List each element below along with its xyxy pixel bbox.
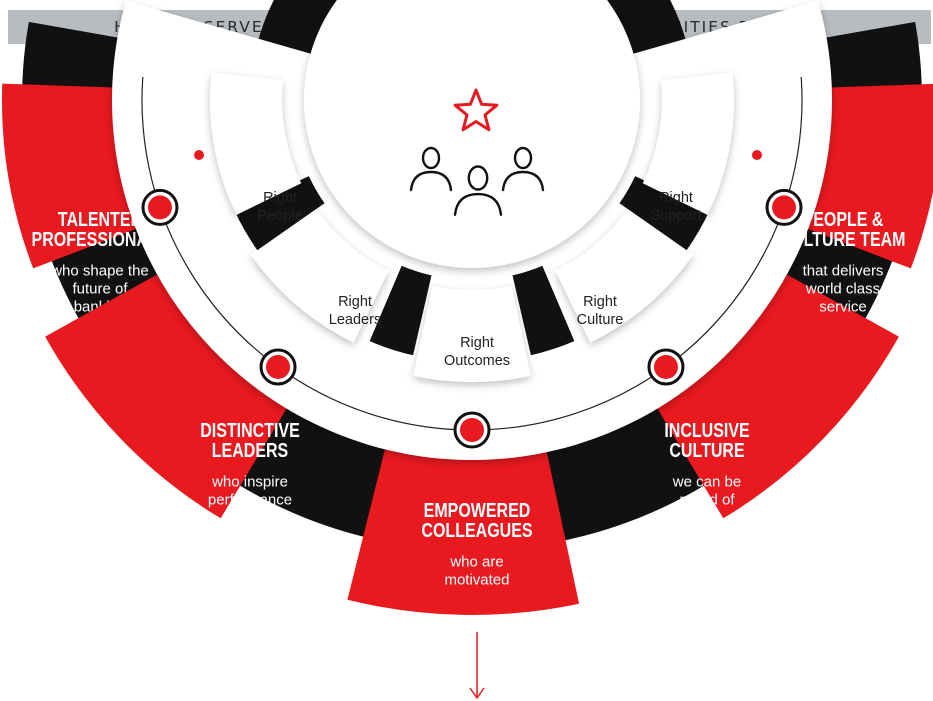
right-culture-label-line: Right bbox=[583, 294, 617, 310]
inner-spacer bbox=[619, 176, 710, 251]
right-leaders-label-line: Leaders bbox=[329, 312, 381, 328]
empowered-colleagues-title-line: COLLEAGUES bbox=[421, 519, 532, 541]
inclusive-culture-title-line: CULTURE bbox=[669, 439, 744, 461]
distinctive-leaders-desc-line: performance bbox=[208, 491, 292, 508]
right-people-label-line: People bbox=[257, 208, 302, 224]
talented-professionals-title-line: TALENTED bbox=[58, 208, 142, 230]
inner-spacer bbox=[234, 176, 325, 251]
endpoint-dot bbox=[194, 150, 204, 160]
endpoint-dot bbox=[752, 150, 762, 160]
people-culture-team-desc-line: service bbox=[819, 298, 867, 315]
inner-spacer bbox=[369, 265, 432, 356]
segment-right-leaders bbox=[250, 208, 389, 343]
right-outcomes-label-line: Right bbox=[460, 335, 494, 351]
people-culture-team-desc-line: that delivers bbox=[803, 262, 884, 279]
node-dot-fill bbox=[147, 195, 172, 220]
node-dot-fill bbox=[772, 195, 797, 220]
right-support-label-line: Right bbox=[659, 190, 693, 206]
segment-right-outcomes bbox=[413, 285, 531, 382]
node-dot-fill bbox=[266, 354, 291, 379]
people-group-icon bbox=[409, 146, 545, 216]
distinctive-leaders-title-line: LEADERS bbox=[212, 439, 288, 461]
right-leaders-label-line: Right bbox=[338, 294, 372, 310]
people-culture-team-title: PEOPLE &CULTURE TEAM bbox=[780, 208, 905, 250]
right-support-label-line: Support bbox=[651, 208, 702, 224]
empowered-colleagues-desc-line: who are bbox=[449, 553, 503, 570]
right-outcomes-label-line: Outcomes bbox=[444, 353, 510, 369]
people-culture-team-desc-line: world class bbox=[805, 280, 880, 297]
node-dot-fill bbox=[653, 354, 678, 379]
right-people-label-line: Right bbox=[263, 190, 297, 206]
talented-professionals-title-line: PROFESSIONALS bbox=[32, 228, 169, 250]
talented-professionals-desc-line: who shape the bbox=[50, 262, 149, 279]
inclusive-culture-desc-line: proud of bbox=[679, 491, 735, 508]
distinctive-leaders-desc-line: who inspire bbox=[211, 473, 288, 490]
people-culture-team-title-line: PEOPLE & bbox=[803, 208, 884, 230]
connector-arc-ends bbox=[141, 76, 803, 180]
empowered-colleagues-title-line: EMPOWERED bbox=[424, 499, 531, 521]
white-band bbox=[111, 0, 833, 461]
distinctive-leaders-title-line: DISTINCTIVE bbox=[200, 419, 300, 441]
segment-right-culture bbox=[555, 208, 694, 343]
white-band-layer bbox=[111, 0, 833, 461]
star-icon bbox=[453, 88, 499, 132]
right-culture-label-line: Culture bbox=[577, 312, 624, 328]
inner-spacer bbox=[512, 265, 575, 356]
people-culture-team-title-line: CULTURE TEAM bbox=[780, 228, 905, 250]
center-circle-layer bbox=[304, 0, 640, 268]
segment-right-people bbox=[210, 72, 302, 215]
down-arrow-icon bbox=[469, 632, 485, 700]
arrow-layer bbox=[469, 632, 485, 700]
empowered-colleagues-desc-line: motivated bbox=[444, 571, 509, 588]
center-circle bbox=[304, 0, 640, 268]
segment-right-support bbox=[642, 72, 734, 215]
inclusive-culture-title-line: INCLUSIVE bbox=[664, 419, 749, 441]
talented-professionals-desc-line: future of bbox=[72, 280, 128, 297]
node-dot-fill bbox=[460, 418, 484, 442]
inclusive-culture-desc-line: we can be bbox=[672, 473, 741, 490]
